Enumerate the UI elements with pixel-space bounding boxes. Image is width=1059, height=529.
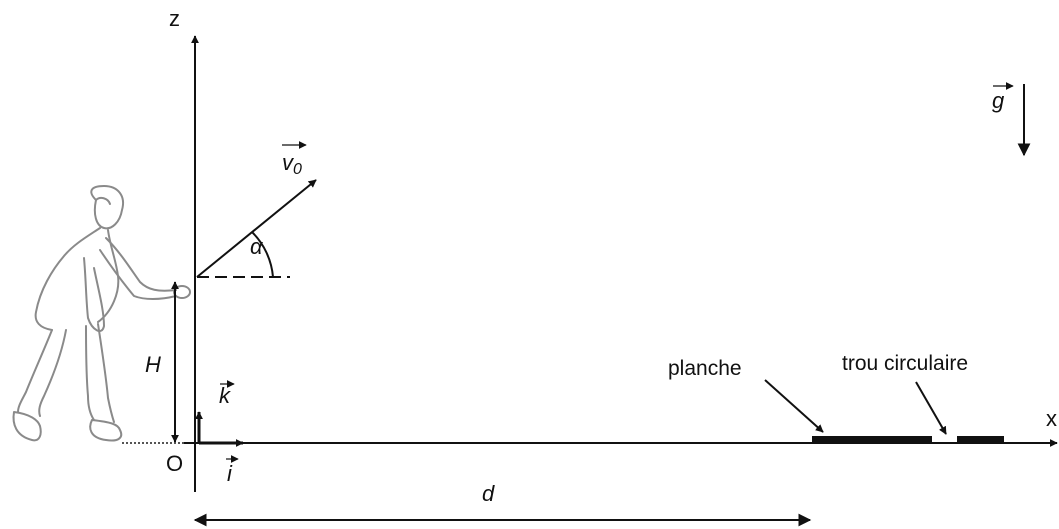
i-vector-label: i [227, 461, 233, 486]
alpha-label: α [250, 234, 264, 259]
z-axis-label: z [169, 6, 180, 31]
plank [812, 436, 932, 443]
v0-vector [196, 179, 317, 278]
height-label: H [145, 352, 161, 377]
gravity-label: g [992, 88, 1005, 113]
person-figure [12, 185, 191, 442]
x-axis-label: x [1046, 406, 1057, 431]
v0-subscript: 0 [293, 161, 302, 178]
alpha-arc [251, 231, 274, 278]
plank-after-hole [957, 436, 1004, 443]
v0-label: v0 [282, 150, 302, 178]
hole-label: trou circulaire [842, 352, 968, 375]
origin-label: O [166, 451, 183, 476]
plank-pointer [764, 379, 824, 433]
v0-letter: v [282, 150, 295, 175]
plank-label: planche [668, 357, 742, 380]
hole-pointer [915, 381, 947, 435]
distance-label: d [482, 481, 495, 506]
k-vector-label: k [219, 383, 231, 408]
